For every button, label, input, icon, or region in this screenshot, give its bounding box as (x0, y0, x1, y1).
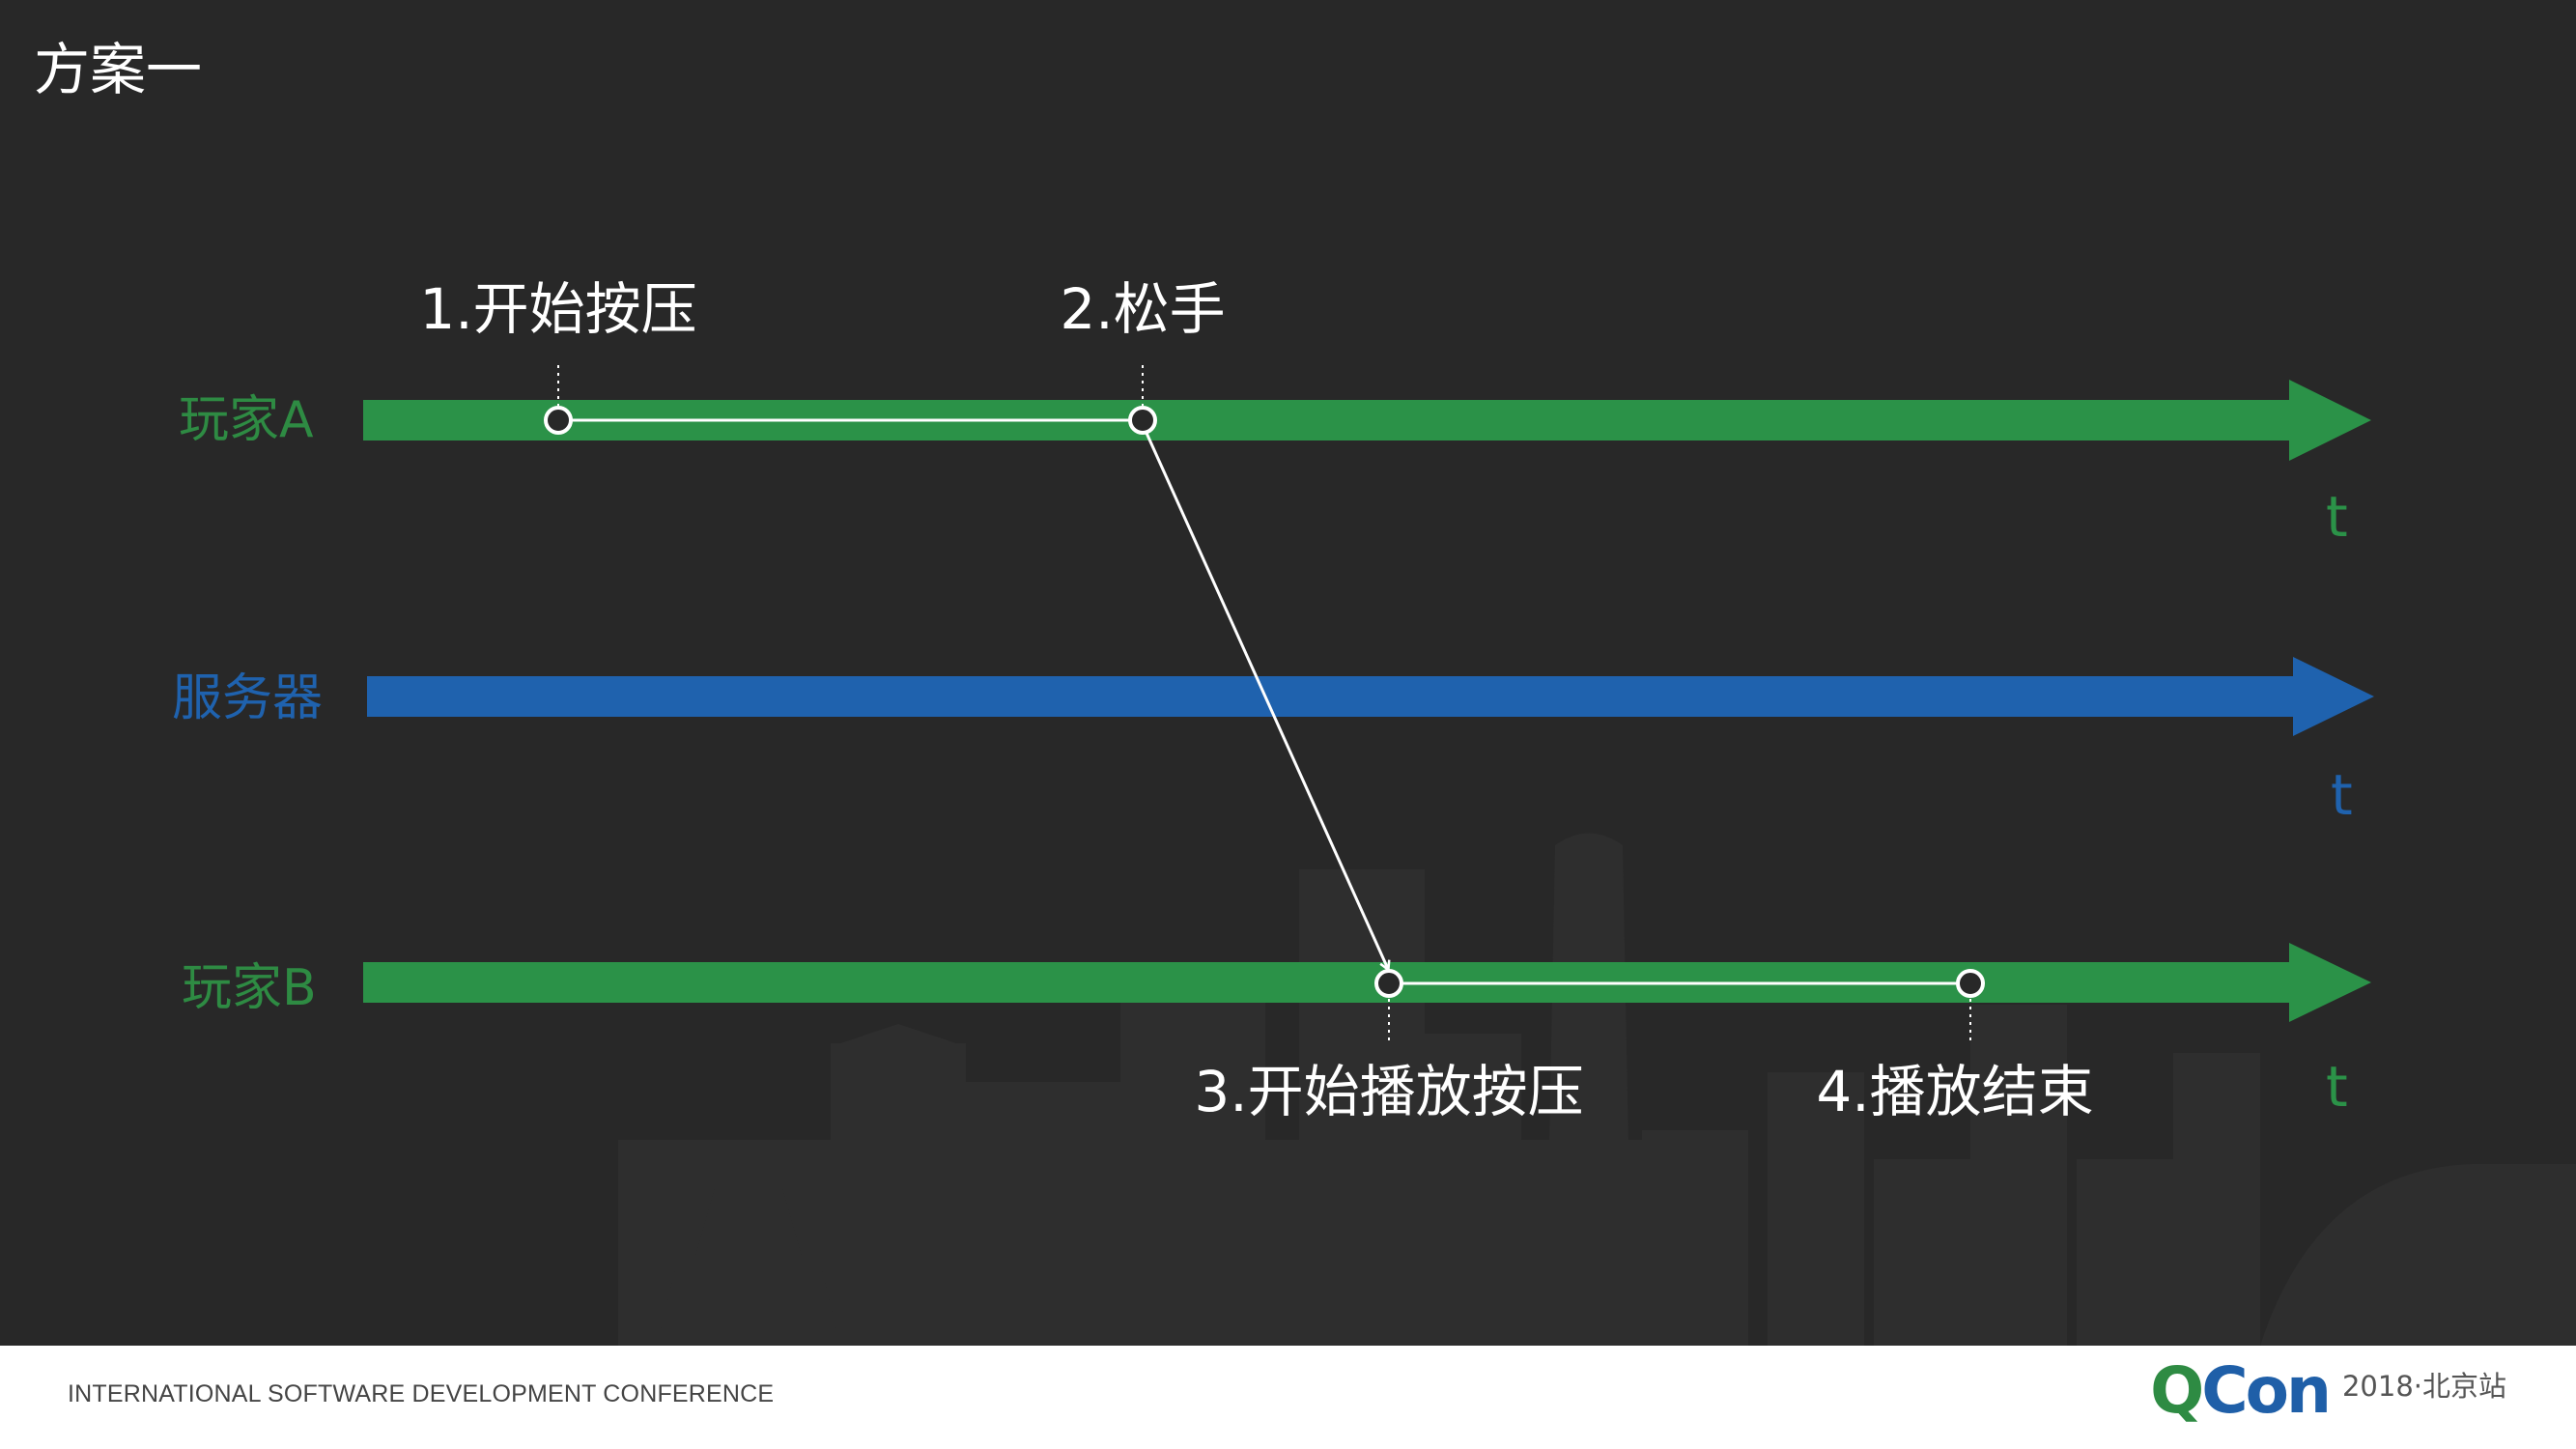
event-label-playback-end: 4.播放结束 (1816, 1059, 2093, 1124)
lane-label-player-a: 玩家A (179, 391, 314, 449)
axis-t-label-a: t (2326, 484, 2348, 550)
qcon-logo: QCon (2150, 1359, 2332, 1423)
conference-name: INTERNATIONAL SOFTWARE DEVELOPMENT CONFE… (68, 1380, 775, 1407)
event-node-start-playback (1374, 969, 1403, 998)
event-label-start-press: 1.开始按压 (419, 276, 696, 342)
qcon-logo-con: Con (2201, 1353, 2332, 1428)
transmission-arrow (1144, 430, 1388, 969)
qcon-brand: QCon 2018·北京站 (2150, 1359, 2506, 1423)
event-node-playback-end (1956, 969, 1985, 998)
event-node-release (1128, 406, 1157, 435)
event-leader-lines (557, 365, 1971, 1041)
timeline-diagram: 方案一 玩家A 服务器 玩家B t t t (34, 37, 2576, 1346)
axis-t-label-server: t (2331, 762, 2353, 828)
event-label-release: 2.松手 (1060, 276, 1225, 342)
skyline-background (618, 833, 2576, 1346)
axis-t-label-b: t (2326, 1054, 2348, 1120)
footer-bar: INTERNATIONAL SOFTWARE DEVELOPMENT CONFE… (0, 1346, 2576, 1449)
qcon-year-location: 2018·北京站 (2341, 1370, 2506, 1403)
lane-label-server: 服务器 (172, 669, 323, 727)
event-node-start-press (544, 406, 573, 435)
lane-arrow-server (367, 657, 2374, 736)
lane-label-player-b: 玩家B (182, 959, 317, 1017)
event-label-start-playback: 3.开始播放按压 (1194, 1059, 1583, 1124)
qcon-logo-q: Q (2150, 1353, 2204, 1428)
slide-title: 方案一 (34, 37, 202, 102)
